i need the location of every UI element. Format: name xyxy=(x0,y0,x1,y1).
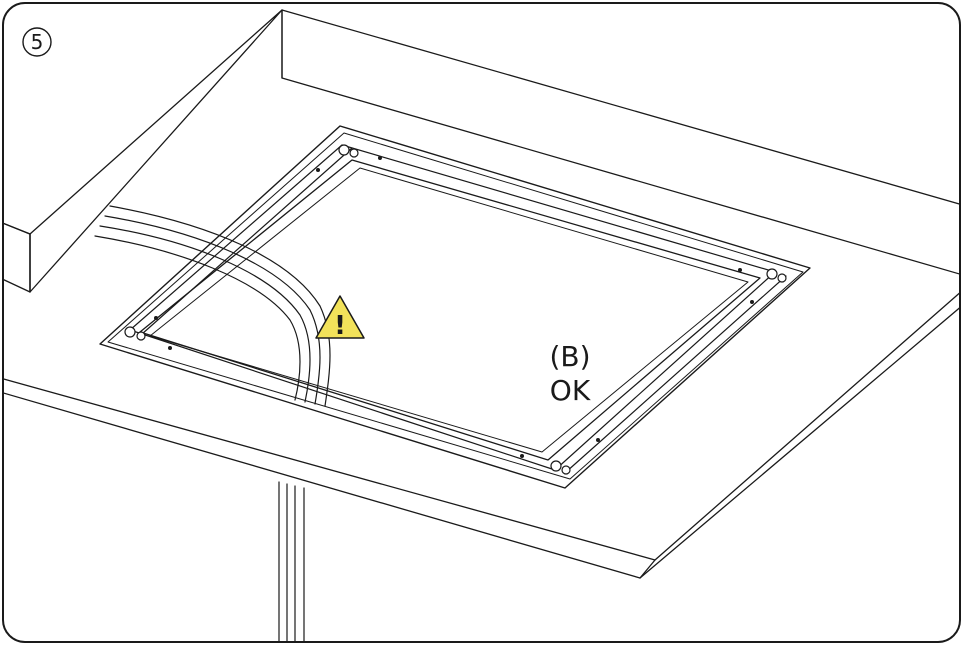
callout-status: OK xyxy=(550,374,591,407)
step-circle xyxy=(22,27,52,57)
step-badge: 5 xyxy=(22,27,52,57)
mounting-frame xyxy=(99,125,811,489)
support-post xyxy=(278,481,305,642)
ceiling-surface xyxy=(3,289,960,579)
frame-inner-opening xyxy=(139,159,761,461)
ceiling-wall-section xyxy=(3,9,960,293)
rail-top xyxy=(341,144,776,273)
rail-right xyxy=(554,271,776,471)
callout-b: (B) OK xyxy=(549,340,590,407)
rail-bottom xyxy=(129,329,556,471)
rail-left xyxy=(129,144,343,331)
step-number: 5 xyxy=(31,30,44,54)
warning-triangle-icon: ! xyxy=(315,295,365,341)
callout-letter: (B) xyxy=(549,340,590,373)
bolt-bottom xyxy=(550,460,571,475)
warning-triangle-shape xyxy=(315,295,365,339)
bolt-right xyxy=(766,268,787,283)
bolt-top xyxy=(338,144,359,158)
warning-symbol: ! xyxy=(334,311,346,341)
bolt-left xyxy=(124,326,146,341)
cable-bundle xyxy=(94,205,331,407)
